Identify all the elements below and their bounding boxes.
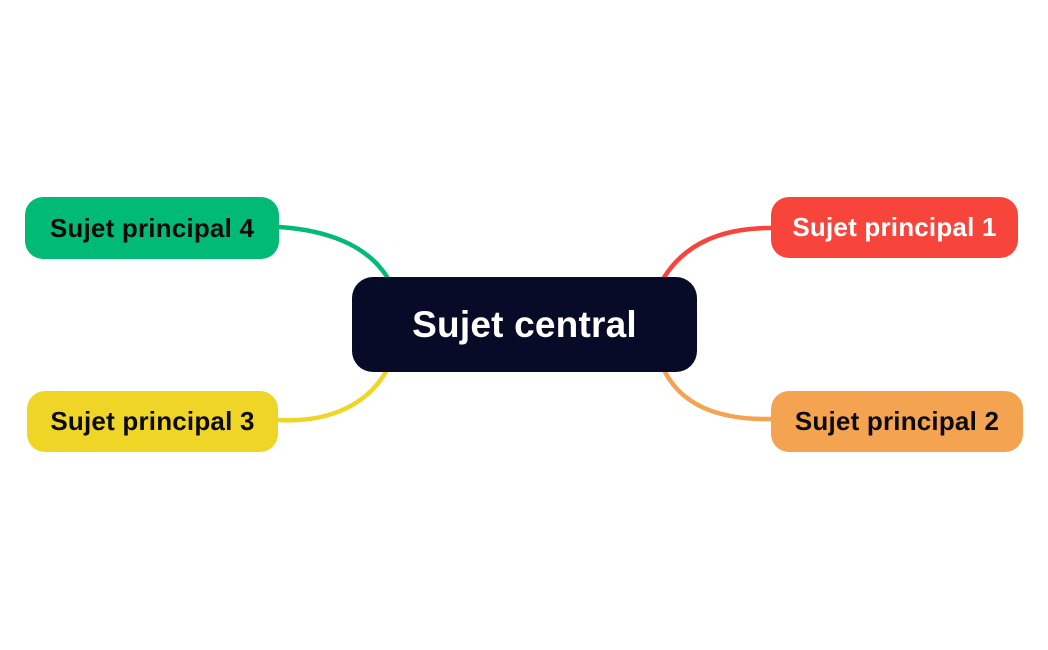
connector-branch-1 bbox=[660, 225, 774, 282]
branch-node-3[interactable]: Sujet principal 3 bbox=[27, 391, 278, 452]
branch-node-1-label: Sujet principal 1 bbox=[792, 212, 997, 242]
branch-node-4-label: Sujet principal 4 bbox=[49, 212, 255, 243]
connector-branch-4 bbox=[276, 224, 392, 283]
connector-branch-2 bbox=[661, 367, 774, 422]
branch-node-2[interactable]: Sujet principal 2 bbox=[771, 391, 1023, 452]
branch-node-2-label: Sujet principal 2 bbox=[794, 406, 1000, 436]
branch-node-4[interactable]: Sujet principal 4 bbox=[25, 197, 279, 259]
central-node[interactable]: Sujet central bbox=[352, 277, 697, 372]
connector-branch-3 bbox=[275, 367, 390, 423]
central-node-label: Sujet central bbox=[412, 303, 637, 345]
branch-node-1[interactable]: Sujet principal 1 bbox=[771, 197, 1018, 258]
branch-node-3-label: Sujet principal 3 bbox=[50, 406, 255, 436]
